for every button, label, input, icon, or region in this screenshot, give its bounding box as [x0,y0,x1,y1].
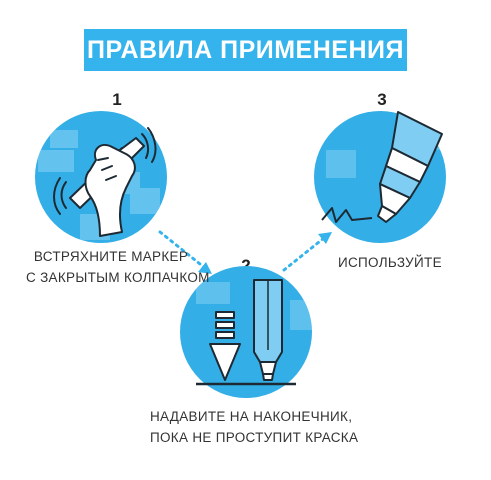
step-3-caption-line-1: ИСПОЛЬЗУЙТЕ [338,255,442,270]
write-marker-icon [321,111,443,223]
title-banner: ПРАВИЛА ПРИМЕНЕНИЯ [84,29,407,71]
arrow-step1-to-step2 [158,230,207,270]
step-2-caption: НАДАВИТЕ НА НАКОНЕЧНИК, ПОКА НЕ ПРОСТУПИ… [150,406,359,448]
step-2-caption-line-1: НАДАВИТЕ НА НАКОНЕЧНИК, [150,409,353,424]
arrow-head-2 [318,232,332,244]
step-2-caption-line-2: ПОКА НЕ ПРОСТУПИТ КРАСКА [150,430,359,445]
step-3-caption: ИСПОЛЬЗУЙТЕ [338,252,442,273]
step-2-number: 2 [241,256,251,275]
step-2-circle [180,266,312,398]
page-title: ПРАВИЛА ПРИМЕНЕНИЯ [87,35,404,64]
step-3-number: 3 [377,90,387,109]
arrow-step2-to-step3 [282,236,326,272]
step-1-caption-line-1: ВСТРЯХНИТЕ МАРКЕР [33,249,189,264]
step-1-caption: ВСТРЯХНИТЕ МАРКЕР С ЗАКРЫТЫМ КОЛПАЧКОМ [26,246,210,288]
step-1-caption-line-2: С ЗАКРЫТЫМ КОЛПАЧКОМ [26,270,210,285]
shake-marker-icon [53,127,157,237]
step-1-number: 1 [112,90,122,109]
arrow-head-1 [198,262,212,274]
press-tip-icon [196,279,296,386]
